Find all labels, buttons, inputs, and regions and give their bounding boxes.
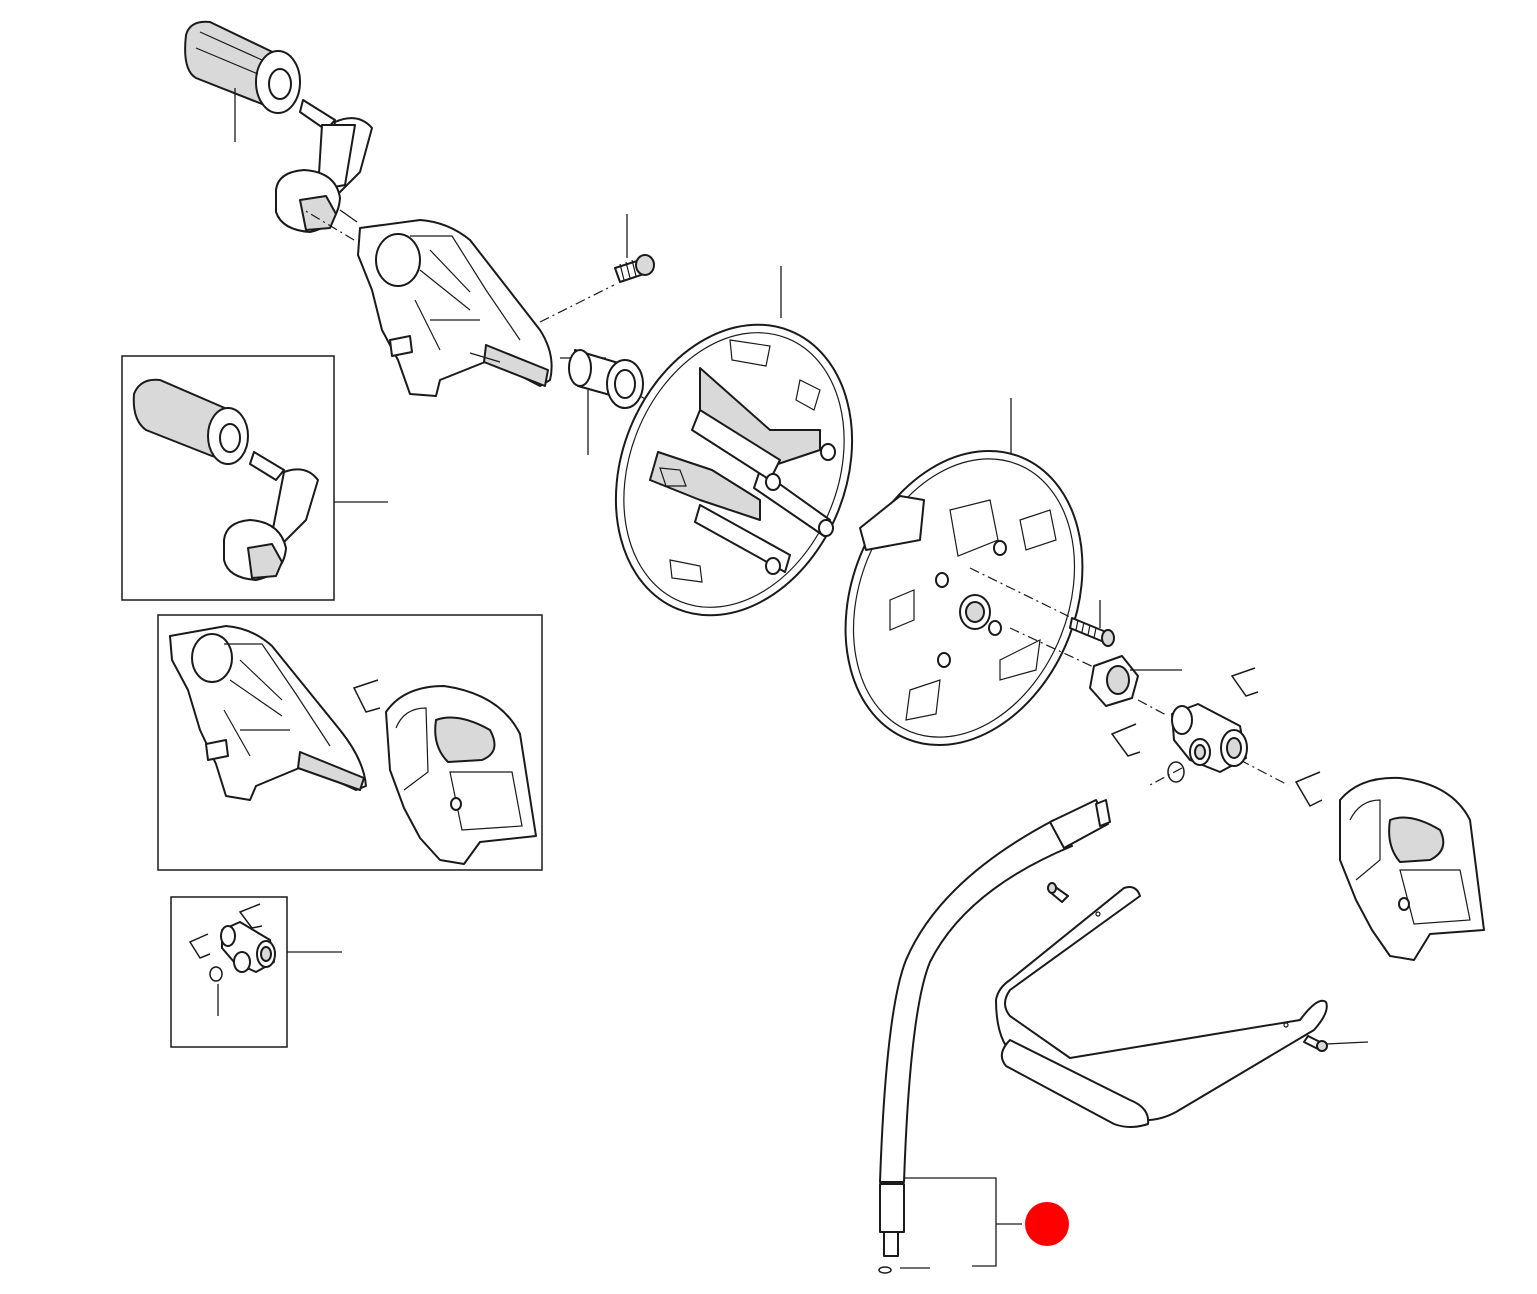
hose[interactable] (878, 799, 1111, 1274)
retaining-clips[interactable] (1110, 667, 1323, 807)
swivel-fitting[interactable] (1171, 703, 1248, 773)
highlight-marker-dot[interactable] (1025, 1202, 1069, 1246)
frame-handle[interactable] (995, 886, 1328, 1128)
right-bracket[interactable] (1339, 776, 1485, 961)
crank-arm[interactable] (275, 99, 373, 233)
axle-bushing[interactable] (568, 349, 644, 455)
hub-screw[interactable] (1069, 600, 1115, 647)
swivel-kit[interactable] (170, 896, 342, 1048)
crank-assembly-kit[interactable] (121, 355, 388, 601)
hub-nut[interactable] (1089, 655, 1182, 707)
o-ring[interactable] (1167, 761, 1185, 783)
bracket-pair-kit[interactable] (157, 614, 543, 871)
frame-screws[interactable] (1047, 882, 1369, 1052)
screw[interactable] (614, 214, 655, 283)
crank-grip[interactable] (184, 20, 301, 142)
drum-left[interactable] (574, 266, 894, 651)
left-bracket[interactable] (357, 219, 553, 397)
drum-right[interactable] (803, 398, 1125, 781)
